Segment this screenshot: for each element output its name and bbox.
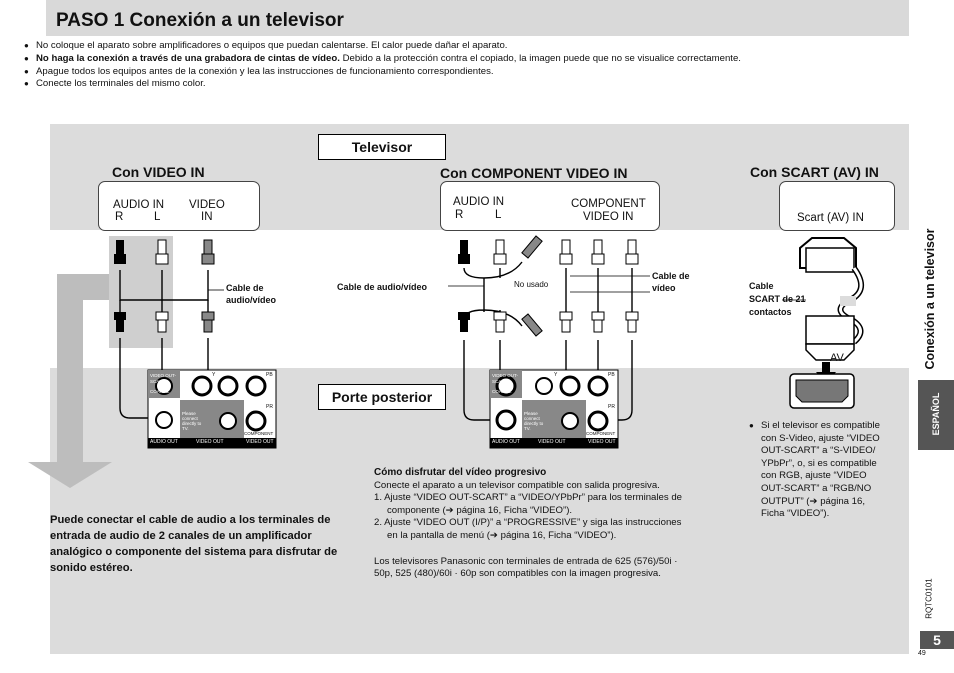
scart-note-line-2: con S-Video, ajuste “VIDEO xyxy=(761,432,880,444)
video-cable-line2: vídeo xyxy=(652,283,676,293)
middle-plugs xyxy=(458,235,639,337)
panel-left-pr: PR xyxy=(266,404,273,410)
progressive-note-1: Los televisores Panasonic con terminales… xyxy=(374,555,678,567)
bullet-1: No coloque el aparato sobre amplificador… xyxy=(24,40,904,53)
panel-mid-coaxial: COAXIAL xyxy=(492,389,512,394)
panel-left-y: Y xyxy=(212,372,216,378)
panel-left-video-out-2: VIDEO OUT xyxy=(246,439,274,445)
page-title: PASO 1 Conexión a un televisor xyxy=(56,10,344,31)
tv-scart-label: Scart (AV) IN xyxy=(797,212,864,224)
panel-mid-pb: PB xyxy=(608,372,615,378)
scart-note-line-8: Ficha “VIDEO”). xyxy=(761,508,830,520)
tv-comp-audio-in: AUDIO IN xyxy=(453,196,505,208)
scart-cable-line1: Cable xyxy=(749,281,774,291)
tv-component-box: AUDIO IN R L COMPONENT VIDEO IN xyxy=(440,181,660,231)
panel-left-pb: PB xyxy=(266,372,273,378)
component-in-heading: Con COMPONENT VIDEO IN xyxy=(440,165,628,181)
scart-socket xyxy=(789,362,855,409)
panel-left-coaxial: COAXIAL xyxy=(150,389,170,394)
doc-code: RQTC0101 xyxy=(922,578,936,620)
progressive-note-2: 50p, 525 (480)/60i · 60p son compatibles… xyxy=(374,568,661,580)
not-used-label: No usado xyxy=(514,280,549,289)
scart-note-bullet: ● xyxy=(749,421,754,430)
language-text: ESPAÑOL xyxy=(931,392,941,436)
scart-cable-line2: SCART de 21 xyxy=(749,294,806,304)
panel-mid-video-out: VIDEO OUT xyxy=(538,439,566,445)
doc-code-text: RQTC0101 xyxy=(924,578,934,619)
televisor-label: Televisor xyxy=(318,134,446,160)
panel-left-component: COMPONENT xyxy=(244,431,274,436)
tv-component-video-in: VIDEO IN xyxy=(583,211,634,223)
video-cable-label: Cable de vídeo xyxy=(652,270,690,294)
panel-mid-video-out-2: VIDEO OUT xyxy=(588,439,616,445)
panel-left-scart-label: VIDEO OUT-SCART xyxy=(150,373,177,384)
video-in-heading: Con VIDEO IN xyxy=(112,164,205,180)
panel-mid-y: Y xyxy=(554,372,558,378)
av-cable-label-mid: Cable de audio/vídeo xyxy=(337,282,428,292)
progressive-step2-cont: en la pantalla de menú (➔ página 16, Fic… xyxy=(387,529,617,541)
scart-note-line-4: YPbPr”, o, si es compatible xyxy=(761,457,877,469)
tv-comp-audio-l: L xyxy=(495,209,502,221)
scart-in-heading: Con SCART (AV) IN xyxy=(750,164,879,180)
language-tab: ESPAÑOL xyxy=(918,380,954,450)
progressive-intro: Conecte el aparato a un televisor compat… xyxy=(374,479,660,491)
bullet-2-rest: Debido a la protección contra el copiado… xyxy=(339,52,741,64)
tv-component: COMPONENT xyxy=(571,198,646,210)
tv-video-in-suffix: IN xyxy=(201,211,213,223)
tv-audio-r: R xyxy=(115,211,124,223)
progressive-step1: 1. Ajuste “VIDEO OUT-SCART” a “VIDEO/YPb… xyxy=(374,492,682,504)
panel-left-audio-out: AUDIO OUT xyxy=(150,439,178,445)
rear-panel-middle xyxy=(489,369,619,449)
av-plug-label: AV xyxy=(830,352,844,364)
scart-note: ● Si el televisor es compatible con S-Vi… xyxy=(749,420,899,521)
sidebar-section-text: Conexión a un televisor xyxy=(923,228,937,370)
scart-note-line-5: con RGB, ajuste “VIDEO xyxy=(761,470,867,482)
porte-posterior-label: Porte posterior xyxy=(318,384,446,410)
rear-panel-left xyxy=(147,369,277,449)
scart-cable xyxy=(782,237,864,361)
tv-video: VIDEO xyxy=(189,199,225,211)
av-cable-label-left: Cable de audio/vídeo xyxy=(226,282,276,306)
tv-audio-l: L xyxy=(154,211,161,223)
panel-mid-component: COMPONENT xyxy=(586,431,616,436)
bullet-4: Conecte los terminales del mismo color. xyxy=(24,78,904,91)
tv-scart-box: Scart (AV) IN xyxy=(779,181,895,231)
av-cable-line2: audio/vídeo xyxy=(226,295,277,305)
scart-note-line-1: Si el televisor es compatible xyxy=(761,420,880,431)
left-plugs xyxy=(114,239,215,333)
bullet-2-bold: No haga la conexión a través de una grab… xyxy=(36,52,340,64)
progressive-step2: 2. Ajuste “VIDEO OUT (I/P)” a “PROGRESSI… xyxy=(374,517,682,529)
video-cable-line1: Cable de xyxy=(652,271,690,281)
panel-mid-scart-label: VIDEO OUT-SCART xyxy=(492,373,519,384)
bullet-3: Apague todos los equipos antes de la con… xyxy=(24,66,904,79)
panel-left-please: Please connect directly to TV. xyxy=(182,411,202,431)
panel-mid-please: Please connect directly to TV. xyxy=(524,411,544,431)
scart-note-line-3: OUT-SCART” a “S-VIDEO/ xyxy=(761,445,876,457)
cable-band xyxy=(50,230,909,368)
panel-mid-audio-out: AUDIO OUT xyxy=(492,439,520,445)
bullet-2: No haga la conexión a través de una grab… xyxy=(24,53,904,66)
progressive-section: Cómo disfrutar del vídeo progresivo Cone… xyxy=(374,467,734,581)
title-bar xyxy=(46,0,909,36)
av-cable-line1: Cable de xyxy=(226,283,264,293)
footer-number: 49 xyxy=(918,650,926,657)
scart-cable-line3: contactos xyxy=(749,307,792,317)
intro-bullets: No coloque el aparato sobre amplificador… xyxy=(24,40,904,91)
panel-mid-pr: PR xyxy=(608,404,615,410)
sidebar-section-title: Conexión a un televisor xyxy=(920,212,940,392)
progressive-step1-cont: componente (➔ página 16, Ficha “VIDEO”). xyxy=(387,504,573,516)
panel-left-video-out: VIDEO OUT xyxy=(196,439,224,445)
scart-note-line-7: OUTPUT” (➔ página 16, xyxy=(761,495,866,507)
stereo-note: Puede conectar el cable de audio a los t… xyxy=(50,514,338,574)
tv-audio-in: AUDIO IN xyxy=(113,199,165,211)
tv-comp-audio-r: R xyxy=(455,209,464,221)
scart-note-line-6: OUT-SCART” a “RGB/NO xyxy=(761,482,872,494)
progressive-heading: Cómo disfrutar del vídeo progresivo xyxy=(374,467,547,478)
page-number: 5 xyxy=(920,631,954,649)
tv-video-in-box: AUDIO IN R L VIDEO IN xyxy=(98,181,260,231)
